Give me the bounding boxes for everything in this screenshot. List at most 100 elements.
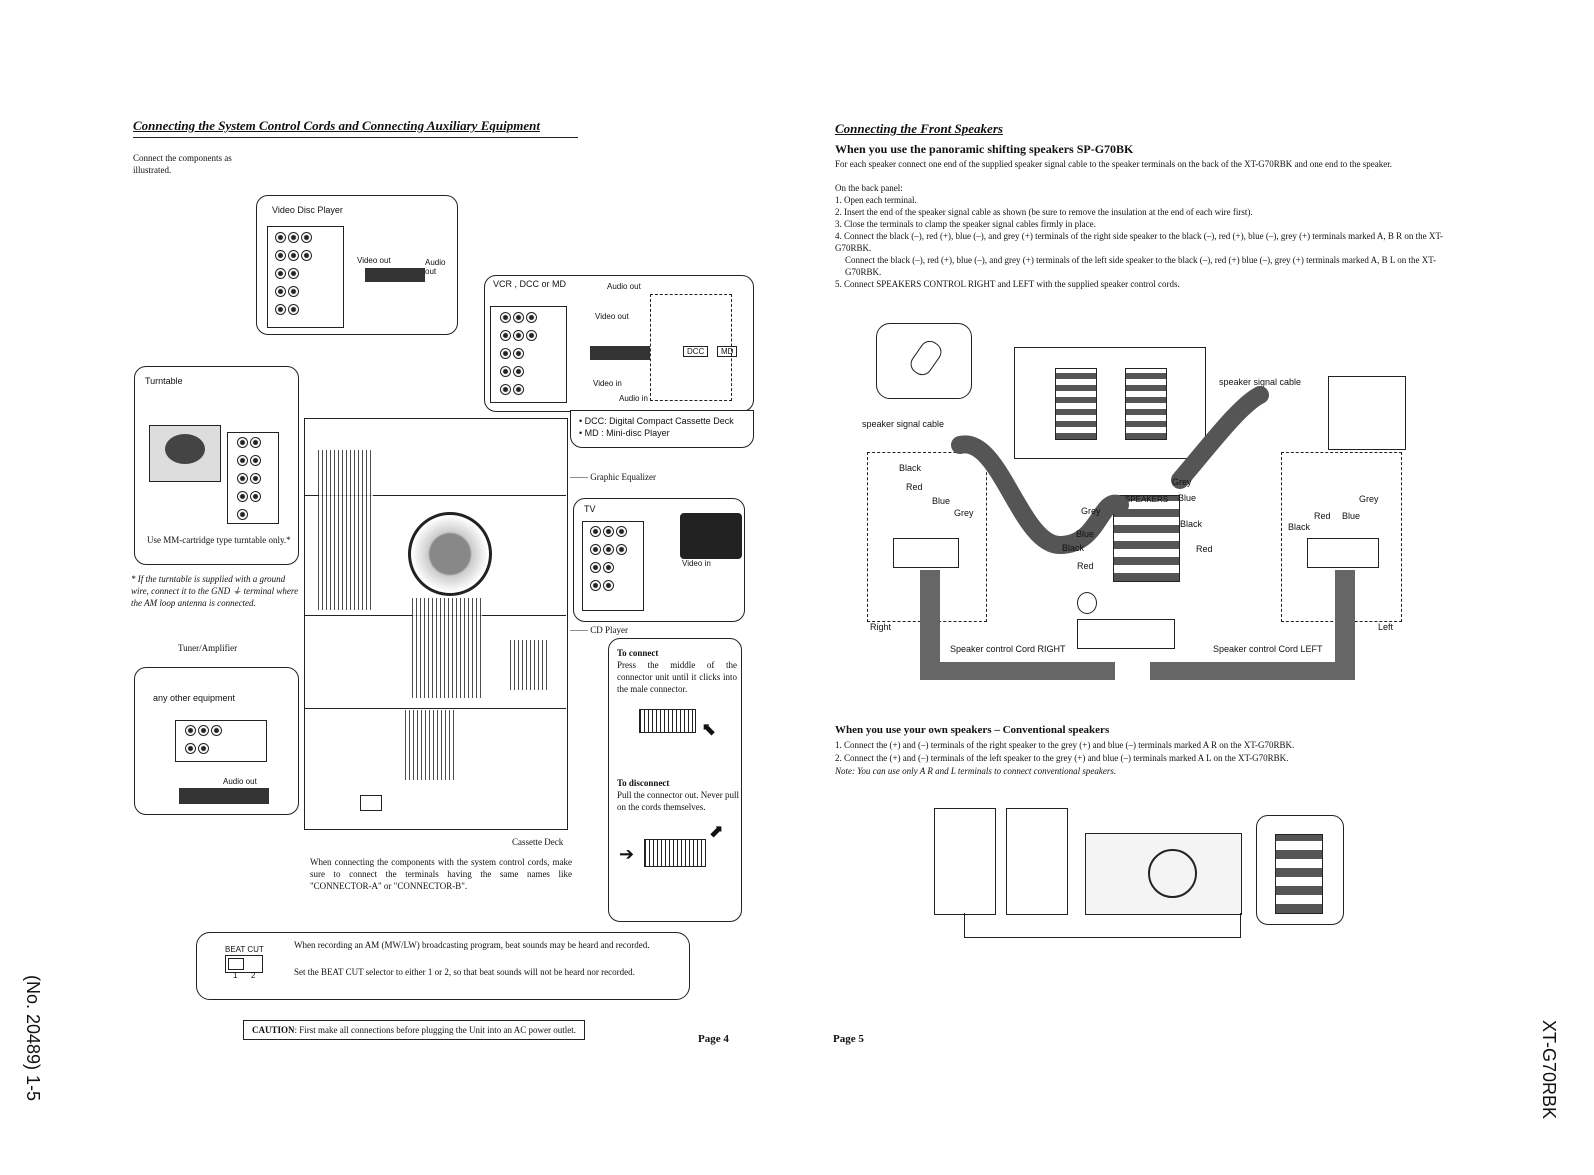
graphic-eq-label: —— Graphic Equalizer xyxy=(570,472,656,482)
turntable-label: Turntable xyxy=(145,376,183,386)
jack-icon xyxy=(198,743,209,754)
right-subtitle: When you use the panoramic shifting spea… xyxy=(835,142,1134,156)
conv-title: When you use your own speakers – Convent… xyxy=(835,724,1110,736)
note-md: • MD : Mini-disc Player xyxy=(579,428,670,438)
label-grey-c2: Grey xyxy=(1172,477,1192,487)
jack-icon xyxy=(500,348,511,359)
vcr-label: VCR , DCC or MD xyxy=(493,279,567,289)
beat-cut-switch-icon xyxy=(360,795,382,811)
label-blue-l: Blue xyxy=(1342,511,1361,521)
control-cord-left-drop xyxy=(1335,570,1355,680)
jack-icon xyxy=(513,330,524,341)
stack-divider xyxy=(304,708,566,709)
disconnector-icon xyxy=(644,839,706,867)
label-blue-c2: Blue xyxy=(1178,493,1197,503)
jack-icon xyxy=(500,384,511,395)
terminal-inset xyxy=(1014,347,1206,459)
step-item: 2. Insert the end of the speaker signal … xyxy=(835,207,1253,217)
tv-jack-panel xyxy=(582,521,644,611)
jack-icon xyxy=(237,509,248,520)
step-item: Connect the black (–), red (+), blue (–)… xyxy=(845,255,1436,277)
caution-label: CAUTION xyxy=(252,1025,295,1035)
jack-icon xyxy=(500,366,511,377)
jack-icon xyxy=(513,312,524,323)
jack-icon xyxy=(275,286,286,297)
jack-icon xyxy=(250,491,261,502)
terminal-hand-inset xyxy=(1328,376,1406,450)
jack-icon xyxy=(288,232,299,243)
pull-arrow-icon: ➔ xyxy=(619,844,635,864)
turntable-box: Turntable Use MM-cartridge type turntabl… xyxy=(134,366,299,565)
control-cord-right-drop xyxy=(920,570,940,680)
jack-icon xyxy=(288,268,299,279)
jack-icon xyxy=(301,232,312,243)
jack-icon xyxy=(275,250,286,261)
signal-cable-drawing xyxy=(951,386,1269,555)
conventional-wires xyxy=(964,913,1241,938)
caution-box: CAUTION: First make all connections befo… xyxy=(243,1020,585,1040)
jack-icon xyxy=(288,286,299,297)
other-jack-panel xyxy=(175,720,267,762)
jack-icon xyxy=(288,250,299,261)
pull-arrow-icon-2: ⬈ xyxy=(709,821,725,841)
turntable-icon xyxy=(149,425,221,482)
right-label: Right xyxy=(870,622,892,632)
vcr-icon xyxy=(590,346,650,360)
vcr-jack-panel xyxy=(490,306,567,403)
tv-label: TV xyxy=(584,504,596,514)
beat-cut-label: BEAT CUT xyxy=(225,945,264,954)
speakers-control-jacks xyxy=(1077,619,1175,649)
page-4: Page 4 xyxy=(698,1033,729,1045)
model-number: XT-G70RBK xyxy=(1539,1020,1559,1120)
woofer-icon xyxy=(408,512,492,596)
jack-icon xyxy=(590,562,601,573)
step-item: 4. Connect the black (–), red (+), blue … xyxy=(835,231,1444,253)
connector-plug-icon xyxy=(1077,592,1097,614)
vcr-video-in: Video in xyxy=(593,379,622,388)
jack-icon xyxy=(250,455,261,466)
label-black-l: Black xyxy=(1288,522,1311,532)
cord-left-label: Speaker control Cord LEFT xyxy=(1211,643,1325,655)
right-speaker-terminal xyxy=(893,538,959,568)
jack-icon xyxy=(616,544,627,555)
vd-audio-out: Audio out xyxy=(425,258,446,276)
beat-cut-selector[interactable] xyxy=(225,955,263,973)
jack-icon xyxy=(237,491,248,502)
jack-icon xyxy=(211,725,222,736)
jack-icon xyxy=(198,725,209,736)
left-label: Left xyxy=(1378,622,1394,632)
step-item: 5. Connect SPEAKERS CONTROL RIGHT and LE… xyxy=(835,279,1180,289)
vd-video-out: Video out xyxy=(357,256,391,265)
jack-icon xyxy=(590,544,601,555)
jack-icon xyxy=(288,304,299,315)
stack-divider xyxy=(304,495,566,496)
unit-woofer-icon xyxy=(1148,849,1197,898)
to-connect-title: To connect xyxy=(617,648,659,658)
terminal-block-icon xyxy=(1055,368,1097,440)
jack-icon xyxy=(237,473,248,484)
right-para-2: On the back panel: xyxy=(835,183,903,193)
jack-icon xyxy=(275,268,286,279)
terminal-block-icon xyxy=(1125,368,1167,440)
conv-step-2: 2. Connect the (+) and (–) terminals of … xyxy=(835,753,1289,763)
jack-icon xyxy=(500,312,511,323)
label-red-l: Red xyxy=(1314,511,1331,521)
jack-icon xyxy=(526,312,537,323)
to-disconnect-text: Pull the connector out. Never pull on th… xyxy=(617,790,739,812)
jack-icon xyxy=(237,437,248,448)
step-item: 3. Close the terminals to clamp the spea… xyxy=(835,219,1096,229)
control-cord-right xyxy=(920,662,1115,680)
left-speaker-terminal xyxy=(1307,538,1379,568)
to-connect-text: Press the middle of the connector unit u… xyxy=(617,660,737,694)
tuner-label: Tuner/Amplifier xyxy=(178,643,238,653)
video-disc-box: Video Disc Player Video out Audio out xyxy=(256,195,458,335)
wire-strip-inset xyxy=(876,323,972,399)
unit-back-panel xyxy=(1085,833,1242,915)
jack-icon xyxy=(603,562,614,573)
tv-icon xyxy=(680,513,742,559)
label-red-c: Red xyxy=(1077,561,1094,571)
beat-cut-box: BEAT CUT 1 2 When recording an AM (MW/LW… xyxy=(196,932,690,1000)
conv-step-1: 1. Connect the (+) and (–) terminals of … xyxy=(835,740,1295,750)
turntable-note: Use MM-cartridge type turntable only.* xyxy=(147,535,291,545)
graphic-eq-text: Graphic Equalizer xyxy=(590,472,656,482)
